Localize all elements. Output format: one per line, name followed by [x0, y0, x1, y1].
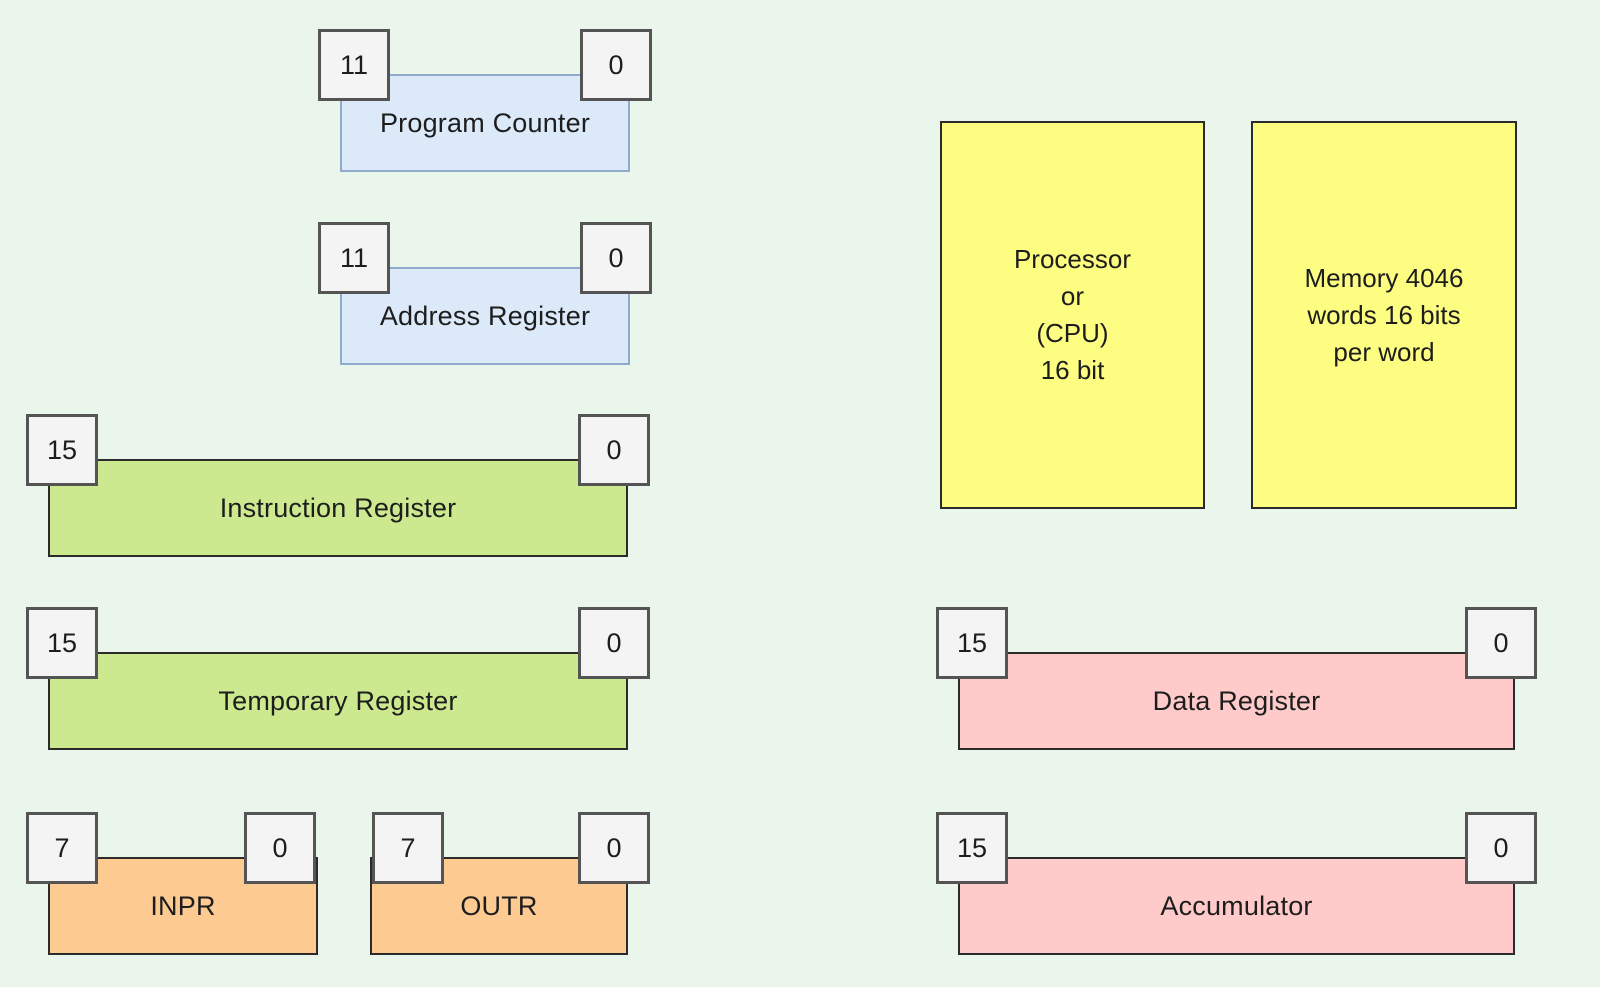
bit-index-high: 15 — [26, 414, 98, 486]
bit-index-high: 7 — [26, 812, 98, 884]
bit-index-low: 0 — [244, 812, 316, 884]
cpu-block-line: 16 bit — [1040, 355, 1105, 385]
cpu-block: Processor or (CPU) 16 bit — [940, 121, 1205, 509]
register-label: Program Counter — [379, 107, 591, 138]
bit-index-low: 0 — [578, 812, 650, 884]
memory-block-line: words 16 bits — [1307, 299, 1461, 330]
register-label: OUTR — [460, 890, 538, 921]
register-label: Accumulator — [1160, 890, 1313, 921]
cpu-block-line: (CPU) — [1036, 318, 1109, 348]
memory-block-line: per word — [1333, 336, 1435, 367]
register-outr: 7 0 OUTR — [370, 812, 650, 955]
register-temporary-register: 15 0 Temporary Register — [26, 607, 650, 750]
bit-index-high: 15 — [26, 607, 98, 679]
register-accumulator: 15 0 Accumulator — [936, 812, 1537, 955]
register-instruction-register: 15 0 Instruction Register — [26, 414, 650, 557]
register-inpr: 7 0 INPR — [26, 812, 318, 955]
memory-block-line: Memory 4046 — [1304, 262, 1464, 293]
bit-index-low: 0 — [1465, 607, 1537, 679]
register-program-counter: 11 0 Program Counter — [318, 29, 652, 172]
register-label: Instruction Register — [219, 492, 457, 523]
cpu-block-line: or — [1060, 281, 1085, 311]
register-address-register: 11 0 Address Register — [318, 222, 652, 365]
memory-block-text: Memory 4046 words 16 bits per word — [1305, 260, 1464, 371]
bit-index-high: 15 — [936, 812, 1008, 884]
bit-index-low: 0 — [578, 607, 650, 679]
bit-index-low: 0 — [1465, 812, 1537, 884]
register-label: Temporary Register — [218, 685, 458, 716]
bit-index-low: 0 — [578, 414, 650, 486]
register-data-register: 15 0 Data Register — [936, 607, 1537, 750]
bit-index-low: 0 — [580, 29, 652, 101]
memory-block: Memory 4046 words 16 bits per word — [1251, 121, 1517, 509]
bit-index-high: 11 — [318, 29, 390, 101]
register-label: INPR — [150, 890, 216, 921]
bit-index-high: 11 — [318, 222, 390, 294]
register-label: Address Register — [379, 300, 591, 331]
cpu-block-text: Processor or (CPU) 16 bit — [1014, 241, 1131, 389]
bit-index-low: 0 — [580, 222, 652, 294]
bit-index-high: 15 — [936, 607, 1008, 679]
cpu-block-line: Processor — [1013, 244, 1132, 274]
register-label: Data Register — [1152, 685, 1321, 716]
bit-index-high: 7 — [372, 812, 444, 884]
